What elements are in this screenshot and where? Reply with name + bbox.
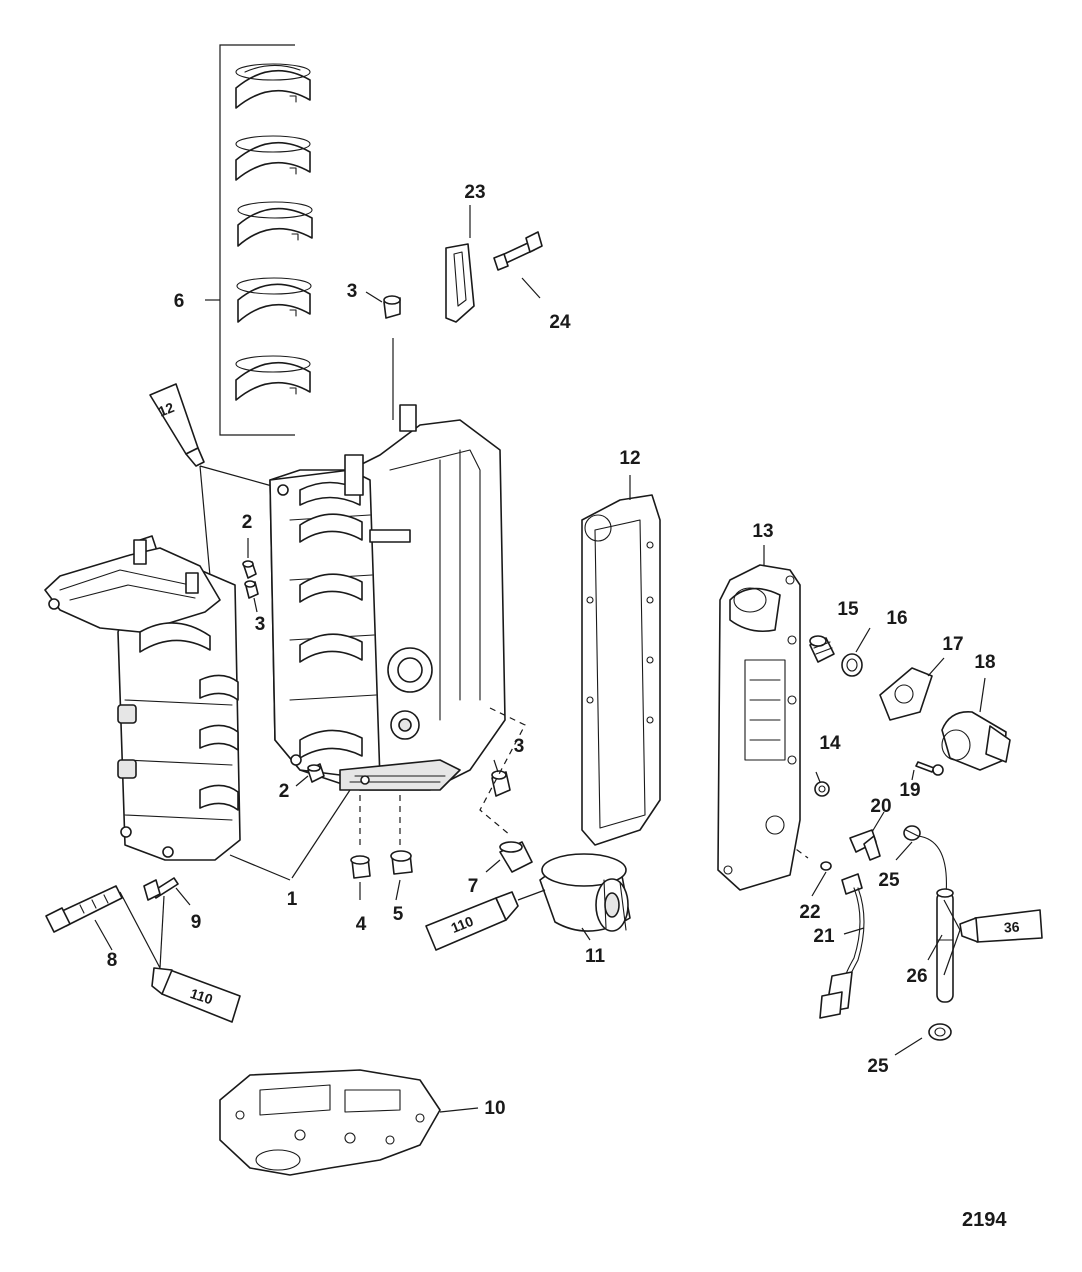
cup-plug-4 xyxy=(350,855,371,879)
hose-clamp-25-lower xyxy=(894,1023,952,1056)
fitting-7 xyxy=(499,841,533,873)
callout-3-right: 3 xyxy=(514,736,525,757)
o-ring-22 xyxy=(820,861,832,871)
tube-label-12: 12 xyxy=(156,399,177,420)
bearing-set xyxy=(205,44,313,436)
base-gasket xyxy=(219,1069,479,1176)
callout-6: 6 xyxy=(174,291,185,312)
hose-26 xyxy=(927,888,954,1003)
thermostat-cover-18 xyxy=(941,677,1011,771)
callout-2-upper: 2 xyxy=(242,512,253,533)
callout-22: 22 xyxy=(799,902,820,923)
bearing-shell-3 xyxy=(237,201,313,247)
nut-14 xyxy=(814,781,830,797)
callout-8: 8 xyxy=(107,950,118,971)
bearing-shell-2 xyxy=(235,135,311,181)
washer-16 xyxy=(841,627,871,677)
plug-3-left xyxy=(244,580,259,599)
bolt-24 xyxy=(493,231,543,299)
callout-25-lower: 25 xyxy=(867,1056,889,1077)
tube-label-110-bolts: 110 xyxy=(188,985,215,1007)
callout-15: 15 xyxy=(837,599,859,620)
callout-16: 16 xyxy=(886,608,907,629)
callout-5: 5 xyxy=(393,904,404,925)
sealant-tube-36 xyxy=(943,899,1043,976)
plug-3-top xyxy=(383,295,401,420)
sealant-tube-110-bolts xyxy=(119,891,241,1023)
dowel-pin-2-upper xyxy=(242,560,257,579)
tube-label-110-filter: 110 xyxy=(449,913,476,936)
callout-11: 11 xyxy=(585,946,606,967)
callout-17: 17 xyxy=(942,634,963,655)
callout-21: 21 xyxy=(813,926,835,947)
hose-clamp-25-upper xyxy=(895,825,947,896)
callout-10: 10 xyxy=(484,1098,505,1119)
gasket-17 xyxy=(879,657,945,721)
callout-20: 20 xyxy=(870,796,891,817)
callout-7: 7 xyxy=(468,876,479,897)
callout-13: 13 xyxy=(752,521,773,542)
callout-4: 4 xyxy=(356,914,367,935)
callout-3-top: 3 xyxy=(347,281,358,302)
bearing-shell-5 xyxy=(235,355,311,401)
cylinder-block xyxy=(269,404,506,791)
callout-1: 1 xyxy=(287,889,298,910)
callout-25-upper: 25 xyxy=(878,870,900,891)
callout-26: 26 xyxy=(906,966,927,987)
callout-19: 19 xyxy=(899,780,920,801)
callout-18: 18 xyxy=(974,652,995,673)
dowel-pin-2-lower xyxy=(307,763,325,783)
callout-9: 9 xyxy=(191,912,202,933)
sealant-tube-110-filter xyxy=(425,889,546,951)
figure-number: 2194 xyxy=(962,1209,1007,1231)
oil-filter xyxy=(539,853,631,932)
callout-23: 23 xyxy=(464,182,485,203)
callout-3-left: 3 xyxy=(255,614,266,635)
sealant-tube-12 xyxy=(149,383,273,577)
exhaust-cover xyxy=(717,545,801,891)
cup-plug-5 xyxy=(390,850,413,875)
temperature-sensor-21 xyxy=(819,873,865,1019)
callout-14: 14 xyxy=(819,733,841,754)
screw-19 xyxy=(911,761,944,781)
bearing-bracket xyxy=(219,44,295,436)
callout-2-lower: 2 xyxy=(279,781,290,802)
bracket-23 xyxy=(445,205,475,323)
bolt-8 xyxy=(45,885,123,933)
exhaust-gasket xyxy=(581,475,661,846)
callout-12: 12 xyxy=(619,448,640,469)
crankcase-cover xyxy=(44,535,241,861)
bearing-shell-4 xyxy=(236,277,312,323)
plug-3-right xyxy=(491,770,511,797)
bearing-shell-1 xyxy=(235,63,311,109)
tube-label-36: 36 xyxy=(1003,918,1020,935)
elbow-fitting-20 xyxy=(849,811,885,861)
callout-24: 24 xyxy=(549,312,571,333)
callout-leaders xyxy=(94,291,827,951)
thermostat-housing-fitting-15 xyxy=(809,635,835,663)
bolt-9 xyxy=(143,877,179,901)
